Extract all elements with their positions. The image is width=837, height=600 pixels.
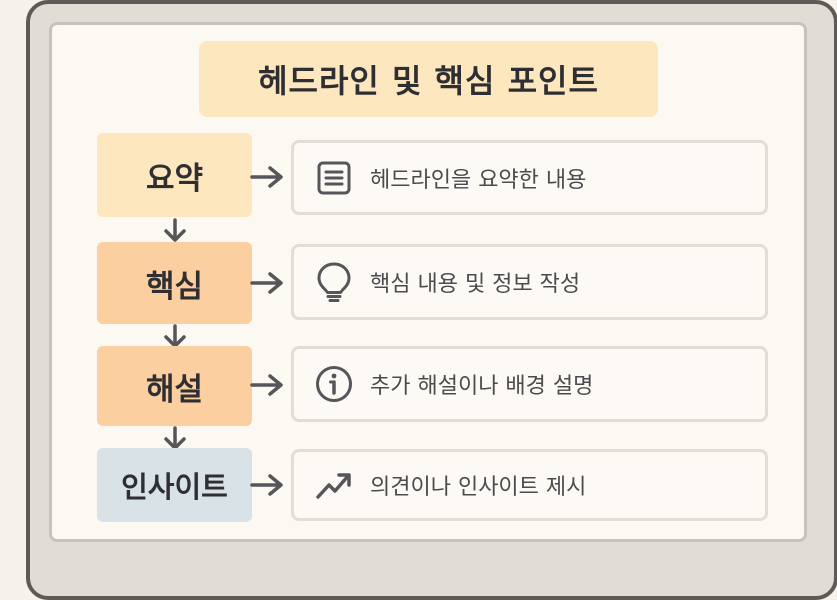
trend-up-arrow-icon [314, 465, 354, 505]
document-lines-icon [314, 158, 354, 198]
summary-description-box: 헤드라인을 요약한 내용 [291, 140, 768, 215]
commentary-description-text: 추가 해설이나 배경 설명 [370, 374, 594, 399]
lightbulb-icon [314, 262, 354, 302]
insight-description-text: 의견이나 인사이트 제시 [370, 475, 587, 500]
key-description-text: 핵심 내용 및 정보 작성 [370, 272, 581, 297]
commentary-description-box: 추가 해설이나 배경 설명 [291, 346, 768, 422]
right-arrow-icon [250, 166, 283, 188]
page-title: 헤드라인 및 핵심 포인트 [199, 41, 658, 117]
step-label-summary: 요약 [97, 133, 252, 217]
key-description-box: 핵심 내용 및 정보 작성 [291, 244, 768, 320]
info-circle-icon [314, 364, 354, 404]
right-arrow-icon [250, 272, 283, 294]
down-arrow-icon [164, 218, 186, 242]
step-label-commentary: 해설 [97, 346, 252, 426]
right-arrow-icon [250, 374, 283, 396]
right-arrow-icon [250, 474, 283, 496]
step-label-insight: 인사이트 [97, 448, 252, 522]
insight-description-box: 의견이나 인사이트 제시 [291, 449, 768, 521]
summary-description-text: 헤드라인을 요약한 내용 [370, 167, 587, 193]
step-label-key: 핵심 [97, 242, 252, 324]
